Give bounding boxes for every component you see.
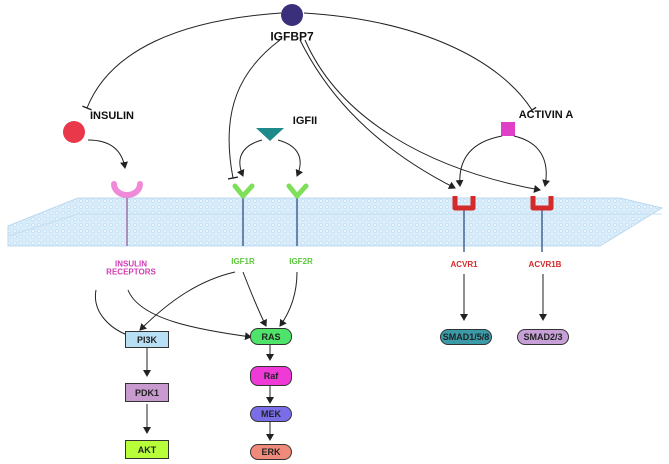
insulin-to-receptor (87, 139, 128, 169)
igf2r-to-ras (279, 271, 298, 327)
raf-node: Raf (250, 366, 292, 386)
ras-node: RAS (250, 328, 292, 345)
smad23-node: SMAD2/3 (517, 329, 569, 345)
activin-ligand-icon (501, 122, 515, 136)
pdk1-node: PDK1 (125, 383, 169, 402)
acvr1-label: ACVR1 (450, 259, 478, 269)
igfbp7-to-acvr1 (299, 39, 456, 189)
igfbp7-ligand-icon (281, 4, 303, 26)
smad158-node: SMAD1/5/8 (440, 329, 492, 345)
igfii-to-igf1r (236, 139, 263, 177)
akt-node: AKT (125, 440, 169, 459)
igfii-to-igf2r (277, 139, 304, 177)
igf1r-to-ras (242, 271, 267, 327)
igf1r-label: IGF1R (231, 256, 255, 266)
igfbp7-inhibits-insulin (82, 12, 282, 111)
activin-label: ACTIVIN A (518, 109, 574, 122)
igfii-ligand-icon (256, 128, 284, 141)
pi3k-node: PI3K (125, 331, 169, 348)
igfbp7-inhibits-igf1r (227, 39, 281, 180)
insulinr-to-ras (127, 289, 252, 341)
igf2r-label: IGF2R (289, 256, 313, 266)
acvr1-receptor-icon (452, 196, 476, 211)
igfbp7-inhibits-activin (303, 12, 537, 114)
igfii-label: IGFII (292, 115, 318, 128)
insulin-label: INSULIN (90, 110, 134, 123)
insulin-receptors-label: INSULIN RECEPTORS (106, 259, 156, 277)
cell-membrane-mid (7, 213, 662, 237)
activin-to-acvr1 (455, 135, 503, 187)
igf1r-to-pi3k (139, 271, 236, 331)
igfbp7-label: IGFBP7 (270, 29, 314, 44)
erk-node: ERK (250, 444, 292, 460)
insulinr-to-pi3k (94, 289, 134, 340)
acvr1b-receptor-icon (530, 196, 554, 211)
igf1r-receptor-icon (232, 183, 255, 199)
igfbp7-to-acvr1b (304, 39, 541, 193)
acvr1b-label: ACVR1B (528, 259, 562, 269)
insulin-ligand-icon (63, 121, 85, 143)
insulin-receptor-icon (111, 181, 143, 198)
igf2r-receptor-icon (286, 183, 309, 199)
activin-to-acvr1b (513, 135, 551, 187)
cell-membrane (7, 197, 664, 247)
mek-node: MEK (250, 406, 292, 422)
